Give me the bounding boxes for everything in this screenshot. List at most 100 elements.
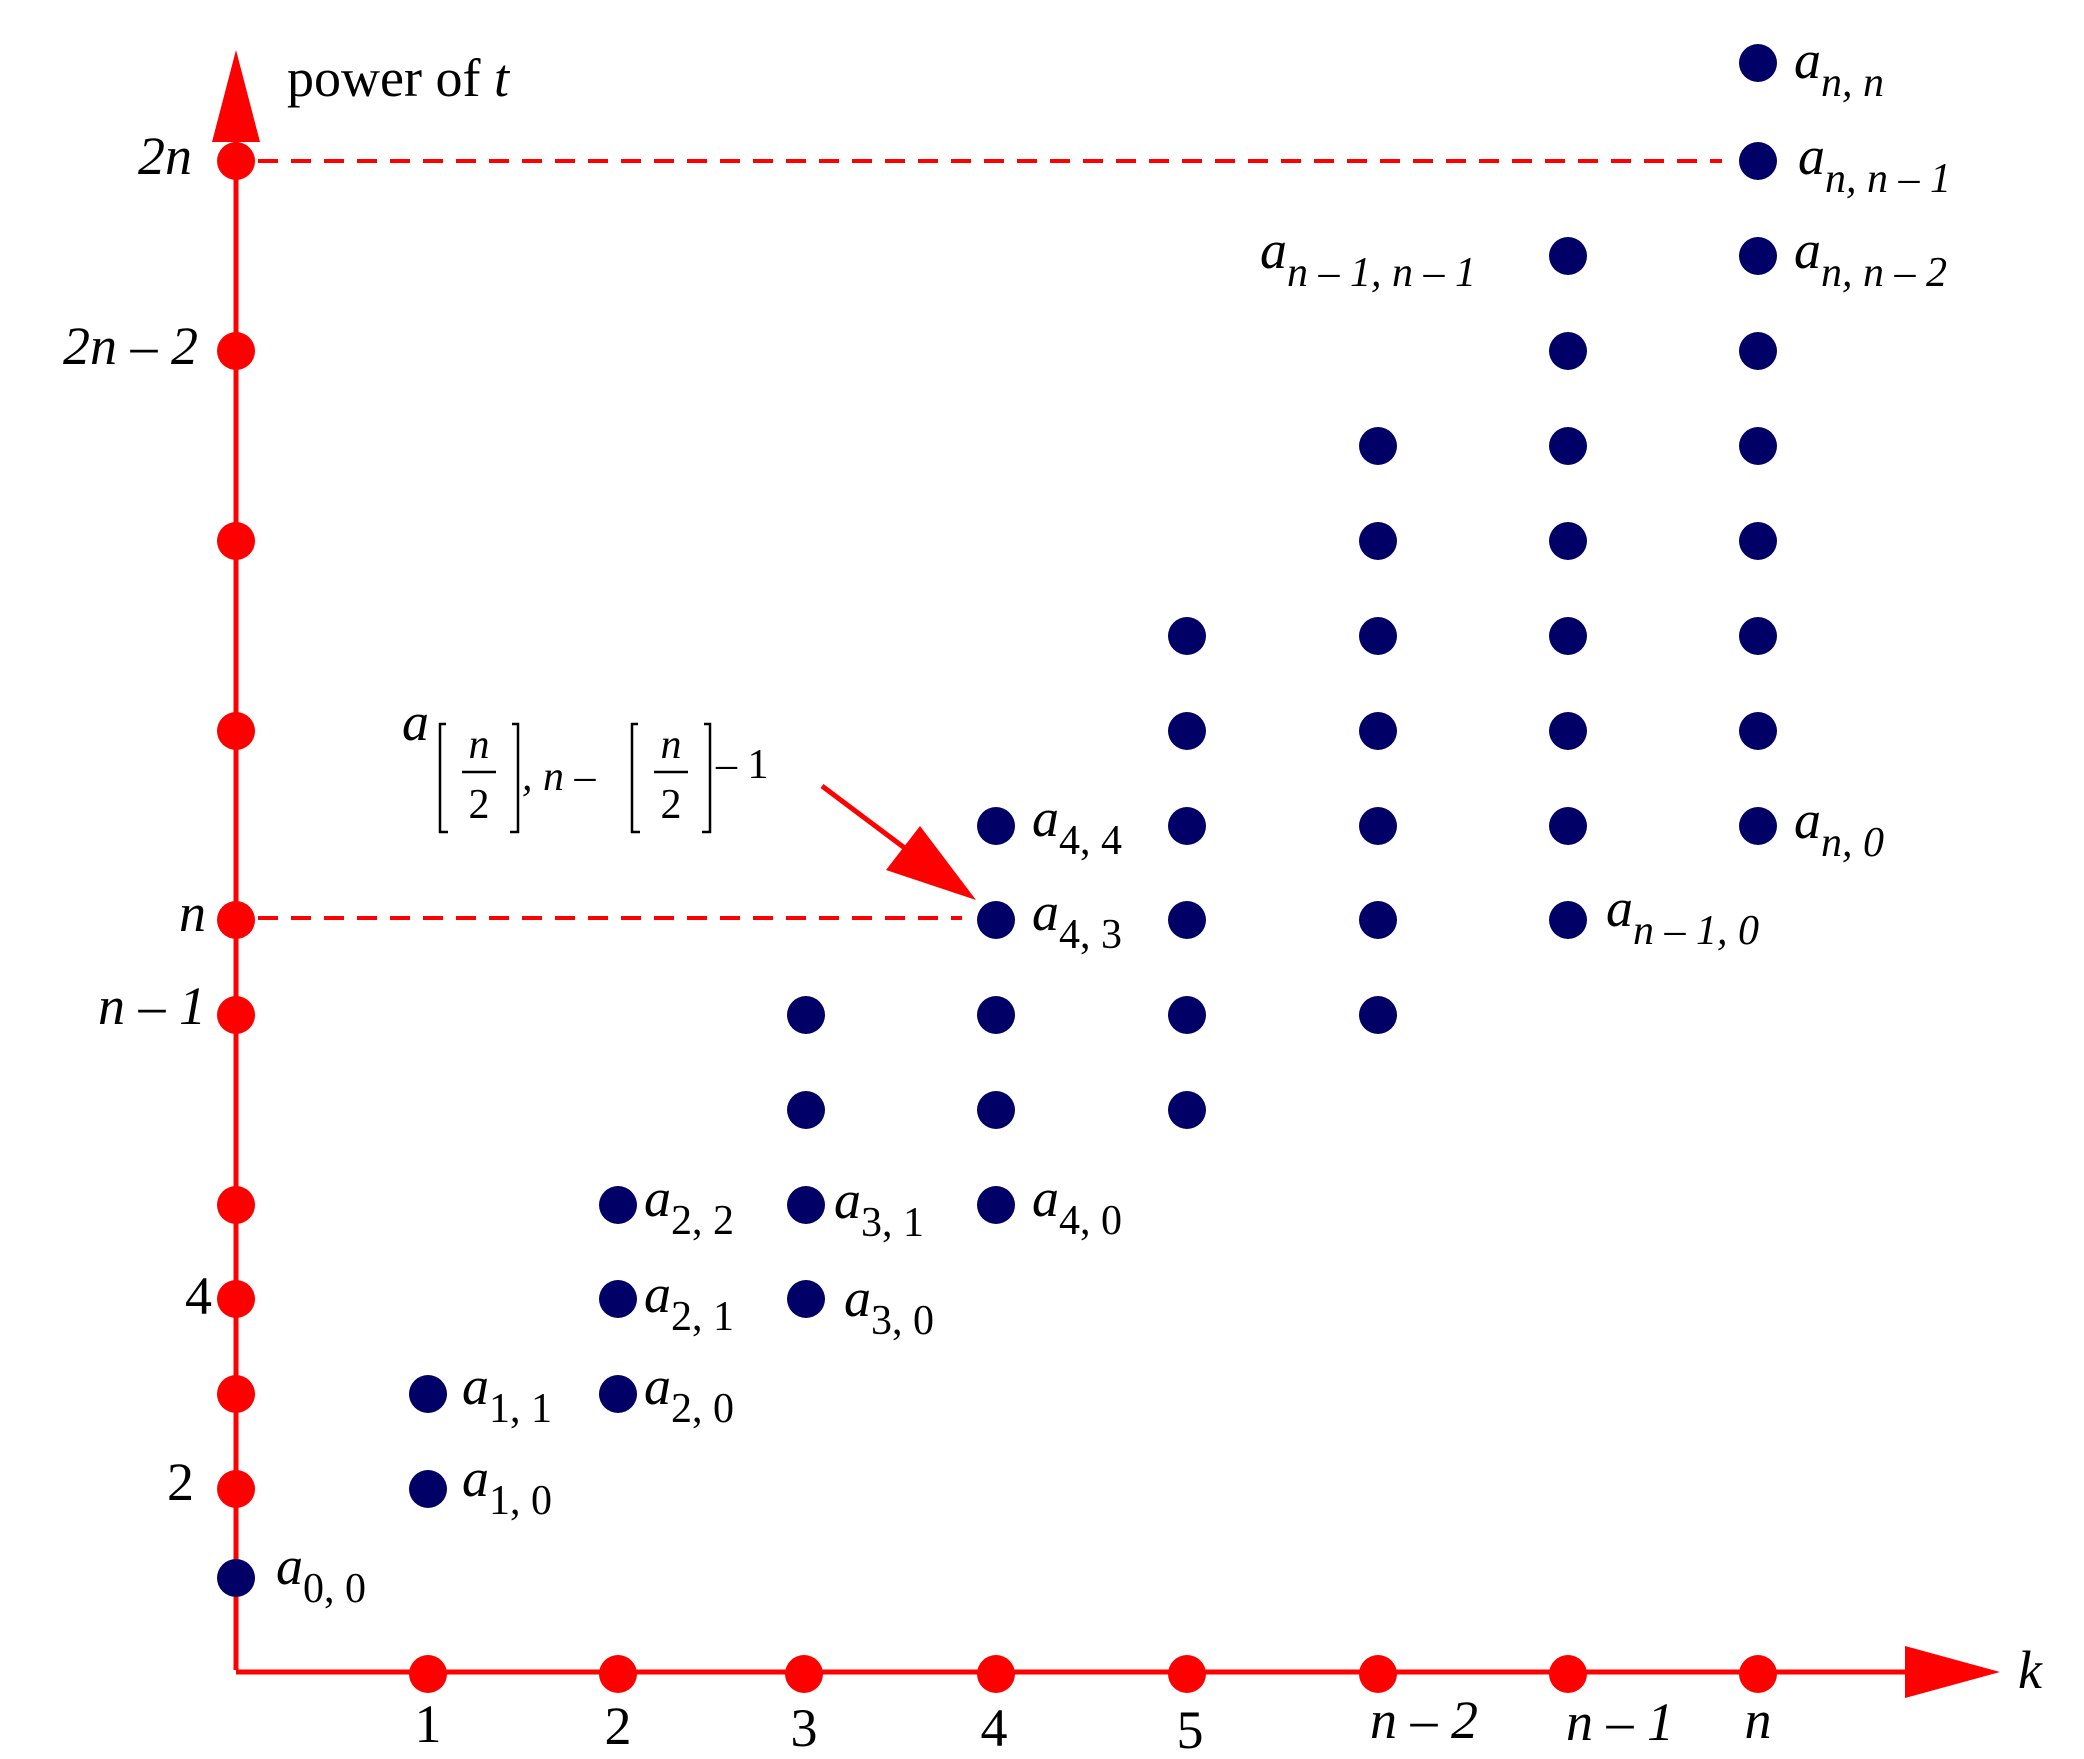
y-tick-label: n – 1	[98, 976, 206, 1036]
label-a-2-2: a2, 2	[644, 1168, 734, 1244]
x-tick-label: 5	[1177, 1700, 1204, 1759]
coefficient-point	[787, 1280, 825, 1318]
coefficient-point	[787, 1091, 825, 1129]
label-a-n-n: an, n	[1794, 30, 1884, 106]
annotation-arrow-head	[886, 826, 976, 900]
x-axis-tick-dot	[1359, 1655, 1397, 1693]
coefficient-point	[1549, 901, 1587, 939]
label-a-0-0: a0, 0	[276, 1536, 366, 1612]
coefficient-point	[1359, 901, 1397, 939]
coefficient-point	[1168, 901, 1206, 939]
label-a-3-0: a3, 0	[844, 1268, 934, 1344]
x-tick-label: 1	[415, 1694, 442, 1754]
x-tick-label: n – 1	[1566, 1692, 1674, 1752]
coefficient-point	[977, 1091, 1015, 1129]
annotation-base: a	[402, 692, 429, 752]
coefficient-point	[1739, 712, 1777, 750]
y-tick-label: 2	[167, 1452, 194, 1512]
x-tick-label: 2	[605, 1696, 632, 1756]
x-tick-label: 4	[981, 1698, 1008, 1758]
y-axis-tick-dot	[217, 1280, 255, 1318]
y-tick-label: 2n	[138, 126, 192, 186]
coefficient-point	[977, 901, 1015, 939]
coefficient-point	[1549, 617, 1587, 655]
x-tick-labels: 1 2 3 4 5 n – 2 n – 1 n	[415, 1690, 1772, 1759]
label-a-1-1: a1, 1	[462, 1356, 552, 1432]
coefficient-point	[1549, 237, 1587, 275]
y-tick-label: 2n – 2	[63, 316, 198, 376]
coefficient-point	[409, 1470, 447, 1508]
label-a-4-0: a4, 0	[1032, 1168, 1122, 1244]
y-tick-label: n	[179, 883, 206, 943]
y-axis-tick-dot	[217, 1375, 255, 1413]
label-a-4-4: a4, 4	[1032, 788, 1122, 864]
label-a-n-n-2: an, n – 2	[1794, 220, 1947, 296]
coefficient-point	[1359, 712, 1397, 750]
coefficient-point	[977, 807, 1015, 845]
y-axis-tick-dot	[217, 712, 255, 750]
coefficient-point	[1549, 807, 1587, 845]
coefficient-point	[1168, 996, 1206, 1034]
annotation-frac-num-2: n	[661, 722, 682, 768]
coefficient-point	[599, 1280, 637, 1318]
x-axis-tick-dot	[785, 1655, 823, 1693]
y-axis-tick-dot	[217, 996, 255, 1034]
y-axis-arrow	[212, 50, 260, 142]
coefficient-point	[1739, 807, 1777, 845]
coefficient-points	[217, 44, 1777, 1597]
floor-annotation: a n 2 , n – n 2 – 1	[402, 692, 769, 834]
annotation-tail: – 1	[715, 742, 769, 788]
label-a-n-0: an, 0	[1794, 790, 1884, 866]
coefficient-point	[1168, 617, 1206, 655]
coefficient-point	[409, 1375, 447, 1413]
coefficient-point	[787, 996, 825, 1034]
coefficient-point	[1739, 237, 1777, 275]
coefficient-point	[217, 1559, 255, 1597]
label-a-n-1-n-1: an – 1, n – 1	[1260, 220, 1476, 296]
y-axis-tick-dot	[217, 901, 255, 939]
label-a-3-1: a3, 1	[834, 1170, 924, 1246]
y-axis-title: power of t	[287, 48, 511, 108]
label-a-2-0: a2, 0	[644, 1356, 734, 1432]
coefficient-point	[1359, 427, 1397, 465]
coefficient-point	[1359, 522, 1397, 560]
coefficient-point	[1359, 996, 1397, 1034]
x-axis-tick-dot	[977, 1655, 1015, 1693]
label-a-n-1-0: an – 1, 0	[1606, 878, 1759, 954]
y-tick-label: 4	[185, 1266, 212, 1326]
annotation-arrow-shaft	[820, 784, 920, 860]
label-a-1-0: a1, 0	[462, 1448, 552, 1524]
x-axis-tick-dot	[1739, 1655, 1777, 1693]
coefficient-point	[977, 1186, 1015, 1224]
coefficient-point	[599, 1186, 637, 1224]
y-axis-tick-dot	[217, 332, 255, 370]
x-axis-tick-dot	[409, 1655, 447, 1693]
x-axis-tick-dot	[599, 1655, 637, 1693]
label-a-2-1: a2, 1	[644, 1264, 734, 1340]
y-axis-tick-dot	[217, 1186, 255, 1224]
x-axis-tick-dot	[1549, 1655, 1587, 1693]
coefficient-point	[1549, 712, 1587, 750]
floor-bracket-right-1	[510, 722, 520, 834]
floor-bracket-left-2	[630, 722, 640, 834]
x-axis-title: k	[2018, 1640, 2043, 1700]
annotation-frac-num-1: n	[469, 722, 490, 768]
coefficient-point	[1168, 1091, 1206, 1129]
point-labels: a0, 0 a1, 0 a1, 1 a2, 0 a2, 1 a2, 2 a3, …	[276, 30, 1951, 1612]
y-axis-tick-dot	[217, 522, 255, 560]
annotation-separator: , n –	[522, 754, 597, 800]
floor-bracket-left-1	[438, 722, 448, 834]
x-axis-tick-dot	[1168, 1655, 1206, 1693]
x-tick-label: 3	[791, 1698, 818, 1758]
coefficient-point	[1549, 332, 1587, 370]
coefficient-point	[1739, 617, 1777, 655]
coefficient-point	[1739, 332, 1777, 370]
x-tick-label: n – 2	[1370, 1690, 1478, 1750]
y-axis-tick-dot	[217, 1470, 255, 1508]
coefficient-point	[1739, 44, 1777, 82]
coefficient-point	[1168, 807, 1206, 845]
coefficient-point	[599, 1375, 637, 1413]
label-a-n-n-1: an, n – 1	[1798, 126, 1951, 202]
y-axis-tick-dot	[217, 142, 255, 180]
